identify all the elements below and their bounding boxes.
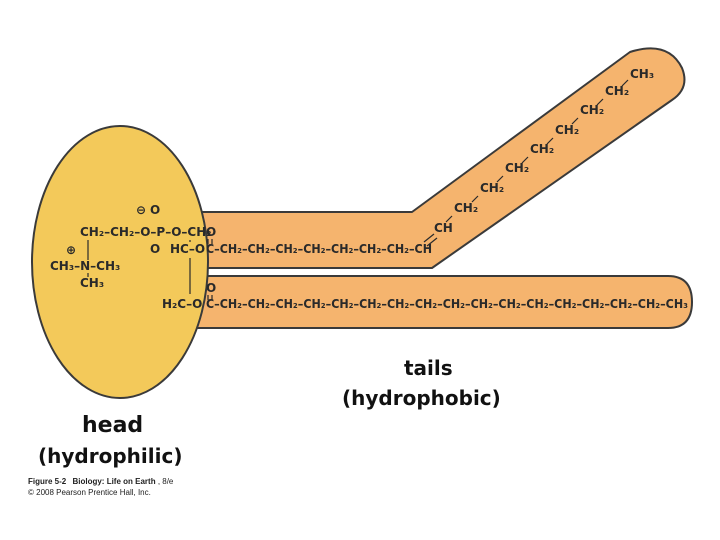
upper-ch: CH <box>434 221 453 235</box>
caption-line-1: Figure 5-2 Biology: Life on Earth , 8/e <box>28 477 174 486</box>
diag-ch3: CH₃ <box>630 67 654 81</box>
head-bonds <box>87 240 191 294</box>
carbonyl-o-upper: O <box>206 225 216 239</box>
diag-ch2-1: CH₂ <box>454 201 478 215</box>
diag-ch2-3: CH₂ <box>505 161 529 175</box>
o-below-p: O <box>150 242 160 256</box>
upper-chain: C–CH₂–CH₂–CH₂–CH₂–CH₂–CH₂–CH₂–CH <box>206 242 432 256</box>
tails-label: tails <box>404 356 453 380</box>
charge-plus: ⊕ <box>66 243 76 257</box>
lower-chain: C–CH₂–CH₂–CH₂–CH₂–CH₂–CH₂–CH₂–CH₂–CH₂–CH… <box>206 297 688 311</box>
diag-ch2-6: CH₂ <box>580 103 604 117</box>
charge-minus: ⊖ <box>136 203 146 217</box>
caption-copyright: © 2008 Pearson Prentice Hall, Inc. <box>28 488 151 497</box>
upper-tail-shape <box>149 47 686 269</box>
head-line-1: CH₂–CH₂–O–P–O–CH₂ <box>80 225 212 239</box>
tails-sub-label: (hydrophobic) <box>342 386 501 410</box>
caption-figure: Figure 5-2 <box>28 477 67 486</box>
diagonal-chain: CH₂ CH₂ CH₂ CH₂ CH₂ CH₂ CH₂ CH₃ <box>445 67 654 223</box>
head-sub-label: (hydrophilic) <box>38 444 182 468</box>
diag-ch2-2: CH₂ <box>480 181 504 195</box>
diag-ch2-5: CH₂ <box>555 123 579 137</box>
diag-ch2-7: CH₂ <box>605 84 629 98</box>
caption-book: Biology: Life on Earth <box>72 477 155 486</box>
head-line-2: CH₃–N–CH₃ <box>50 259 120 273</box>
h2c-o: H₂C–O <box>162 297 202 311</box>
carbonyl-bonds <box>207 239 213 300</box>
diag-ch2-4: CH₂ <box>530 142 554 156</box>
double-bond <box>423 233 438 247</box>
hc-o: HC–O <box>170 242 205 256</box>
head-label: head <box>82 413 143 438</box>
lower-tail-shape <box>149 275 693 329</box>
head-line-3: CH₃ <box>80 276 104 290</box>
head-ellipse <box>31 125 209 399</box>
caption-edition: , 8/e <box>158 477 174 486</box>
carbonyl-o-lower: O <box>206 281 216 295</box>
phosphate-o-top: O <box>150 203 160 217</box>
